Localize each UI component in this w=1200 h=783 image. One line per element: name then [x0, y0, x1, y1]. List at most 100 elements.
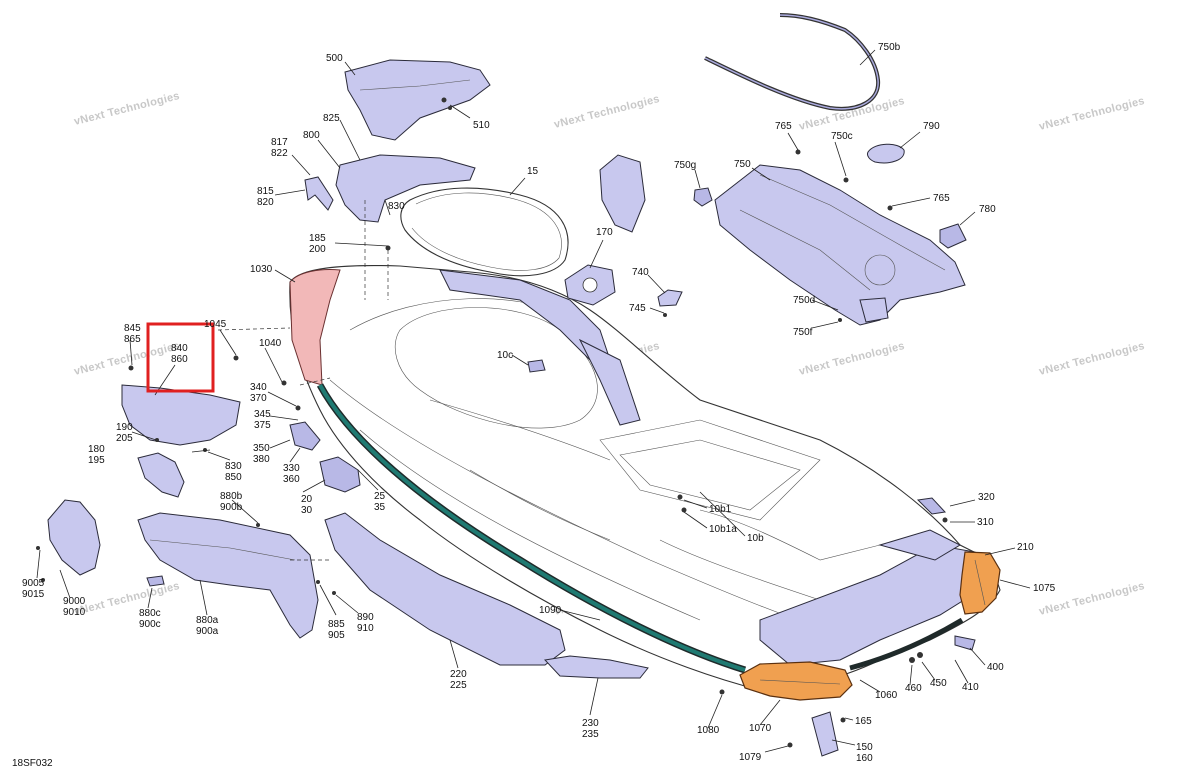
callout-885[interactable]: 885: [328, 619, 345, 630]
callout-170[interactable]: 170: [596, 227, 613, 238]
callout-15[interactable]: 15: [527, 166, 539, 177]
callout-330[interactable]: 330: [283, 463, 300, 474]
callout-830[interactable]: 830: [388, 201, 405, 212]
callout-840[interactable]: 840: [171, 343, 188, 354]
callout-1070[interactable]: 1070: [749, 723, 772, 734]
callout-200[interactable]: 200: [309, 244, 326, 255]
figure-code: 18SF032: [12, 758, 53, 769]
callout-750c[interactable]: 750c: [831, 131, 853, 142]
callout-25[interactable]: 25: [374, 491, 386, 502]
callout-780[interactable]: 780: [979, 204, 996, 215]
callout-375[interactable]: 375: [254, 420, 271, 431]
callout-900c[interactable]: 900c: [139, 619, 161, 630]
callout-450[interactable]: 450: [930, 678, 947, 689]
callout-10b1a[interactable]: 10b1a: [709, 524, 737, 535]
callout-225[interactable]: 225: [450, 680, 467, 691]
callout-210[interactable]: 210: [1017, 542, 1034, 553]
callout-400[interactable]: 400: [987, 662, 1004, 673]
callout-750f[interactable]: 750f: [793, 327, 813, 338]
callout-740[interactable]: 740: [632, 267, 649, 278]
callout-1040[interactable]: 1040: [259, 338, 282, 349]
callout-185[interactable]: 185: [309, 233, 326, 244]
watermark-text: vNext Technologies: [73, 580, 181, 618]
callout-150[interactable]: 150: [856, 742, 873, 753]
callout-165[interactable]: 165: [855, 716, 872, 727]
callout-35[interactable]: 35: [374, 502, 386, 513]
callout-460[interactable]: 460: [905, 683, 922, 694]
callout-220[interactable]: 220: [450, 669, 467, 680]
callout-9010[interactable]: 9010: [63, 607, 86, 618]
highlight-box[interactable]: [146, 322, 215, 393]
callout-860[interactable]: 860: [171, 354, 188, 365]
panel-840: [121, 384, 241, 446]
callout-345[interactable]: 345: [254, 409, 271, 420]
callout-235[interactable]: 235: [582, 729, 599, 740]
callout-340[interactable]: 340: [250, 382, 267, 393]
callout-9005[interactable]: 9005: [22, 578, 45, 589]
callout-510[interactable]: 510: [473, 120, 490, 131]
callout-750g[interactable]: 750g: [674, 160, 696, 171]
callout-745[interactable]: 745: [629, 303, 646, 314]
callout-1045[interactable]: 1045: [204, 319, 227, 330]
callout-900b[interactable]: 900b: [220, 502, 243, 513]
deck-assembly: [289, 264, 1001, 701]
callout-30[interactable]: 30: [301, 505, 313, 516]
callout-10b1[interactable]: 10b1: [709, 504, 732, 515]
callout-905[interactable]: 905: [328, 630, 345, 641]
callout-865[interactable]: 865: [124, 334, 141, 345]
callout-1030[interactable]: 1030: [250, 264, 273, 275]
callout-750[interactable]: 750: [734, 159, 751, 170]
callout-750b[interactable]: 750b: [878, 42, 901, 53]
callout-1090[interactable]: 1090: [539, 605, 562, 616]
callout-830-left[interactable]: 830: [225, 461, 242, 472]
callout-820[interactable]: 820: [257, 197, 274, 208]
gasket-15: [400, 187, 569, 277]
callout-880a[interactable]: 880a: [196, 615, 219, 626]
callout-160[interactable]: 160: [856, 753, 873, 764]
callout-822[interactable]: 822: [271, 148, 288, 159]
part-10c: [527, 359, 546, 373]
callout-10c[interactable]: 10c: [497, 350, 513, 361]
callout-765-right[interactable]: 765: [933, 193, 950, 204]
callout-195[interactable]: 195: [88, 455, 105, 466]
part-750g: [693, 187, 713, 207]
callout-180[interactable]: 180: [88, 444, 105, 455]
callout-380[interactable]: 380: [253, 454, 270, 465]
callout-1079[interactable]: 1079: [739, 752, 762, 763]
callout-815[interactable]: 815: [257, 186, 274, 197]
callout-1060[interactable]: 1060: [875, 690, 898, 701]
callout-825[interactable]: 825: [323, 113, 340, 124]
callout-880c[interactable]: 880c: [139, 608, 161, 619]
callout-890[interactable]: 890: [357, 612, 374, 623]
callout-800[interactable]: 800: [303, 130, 320, 141]
callout-845[interactable]: 845: [124, 323, 141, 334]
callout-910[interactable]: 910: [357, 623, 374, 634]
callout-900a[interactable]: 900a: [196, 626, 219, 637]
callout-10b[interactable]: 10b: [747, 533, 764, 544]
callout-500[interactable]: 500: [326, 53, 343, 64]
callout-20[interactable]: 20: [301, 494, 313, 505]
callout-9000[interactable]: 9000: [63, 596, 86, 607]
callout-370[interactable]: 370: [250, 393, 267, 404]
callout-9015[interactable]: 9015: [22, 589, 45, 600]
callout-1075[interactable]: 1075: [1033, 583, 1056, 594]
callout-765-top[interactable]: 765: [775, 121, 792, 132]
callout-360[interactable]: 360: [283, 474, 300, 485]
callout-850[interactable]: 850: [225, 472, 242, 483]
callout-1080[interactable]: 1080: [697, 725, 720, 736]
callout-230[interactable]: 230: [582, 718, 599, 729]
callout-350[interactable]: 350: [253, 443, 270, 454]
watermark-text: vNext Technologies: [553, 93, 661, 131]
callout-310[interactable]: 310: [977, 517, 994, 528]
callout-790[interactable]: 790: [923, 121, 940, 132]
callout-320[interactable]: 320: [978, 492, 995, 503]
callout-205[interactable]: 205: [116, 433, 133, 444]
callout-750d[interactable]: 750d: [793, 295, 815, 306]
callout-410[interactable]: 410: [962, 682, 979, 693]
callout-190[interactable]: 190: [116, 422, 133, 433]
part-740: [657, 289, 683, 307]
callout-817[interactable]: 817: [271, 137, 288, 148]
cover-800: [335, 154, 476, 223]
panel-upper-mid: [599, 154, 646, 233]
callout-880b[interactable]: 880b: [220, 491, 243, 502]
